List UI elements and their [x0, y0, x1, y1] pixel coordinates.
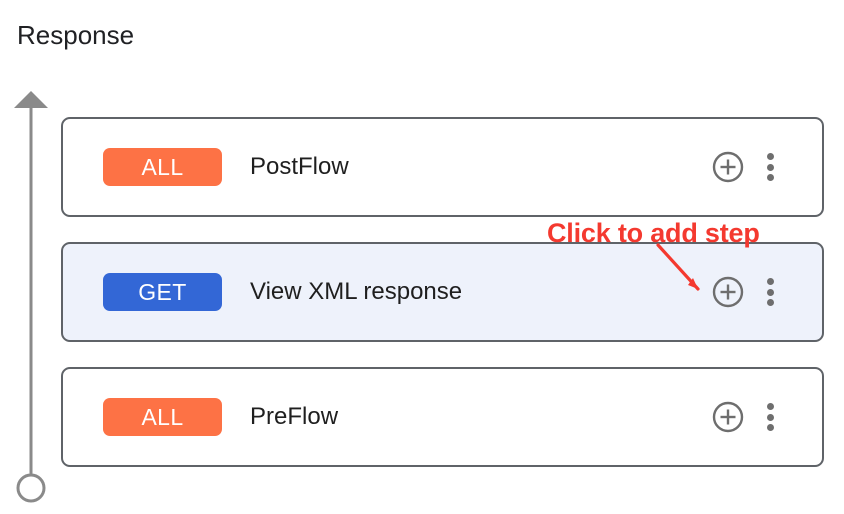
flow-row-view-xml-response[interactable]: GET View XML response — [61, 242, 824, 342]
kebab-dot — [766, 424, 774, 431]
flow-row-postflow[interactable]: ALL PostFlow — [61, 117, 824, 217]
row-badge-all: ALL — [103, 148, 222, 186]
plus-circle-icon[interactable] — [712, 276, 744, 308]
row-badge-get: GET — [103, 273, 222, 311]
plus-circle-icon[interactable] — [712, 151, 744, 183]
kebab-dot — [766, 163, 774, 171]
page-title: Response — [17, 20, 135, 50]
flow-direction-axis — [14, 91, 48, 503]
row-label: View XML response — [250, 278, 463, 305]
row-actions — [712, 401, 774, 433]
plus-circle-icon[interactable] — [712, 401, 744, 433]
kebab-dot — [766, 278, 774, 285]
row-badge-all: ALL — [103, 398, 222, 436]
kebab-menu-icon[interactable] — [766, 276, 774, 308]
row-actions — [712, 151, 774, 183]
kebab-dot — [766, 299, 774, 306]
circle-endpoint-icon — [16, 473, 46, 503]
kebab-dot — [766, 403, 774, 410]
kebab-dot — [766, 288, 774, 296]
kebab-menu-icon[interactable] — [766, 151, 774, 183]
annotation-click-to-add-step: Click to add step — [547, 218, 760, 248]
flow-rows-list: ALL PostFlow GET View XML response — [61, 117, 824, 467]
kebab-dot — [766, 153, 774, 160]
row-label: PreFlow — [250, 403, 339, 430]
kebab-dot — [766, 413, 774, 421]
kebab-menu-icon[interactable] — [766, 401, 774, 433]
arrow-up-icon — [14, 91, 48, 108]
row-label: PostFlow — [250, 153, 349, 180]
row-actions — [712, 276, 774, 308]
kebab-dot — [766, 174, 774, 181]
flow-row-preflow[interactable]: ALL PreFlow — [61, 367, 824, 467]
